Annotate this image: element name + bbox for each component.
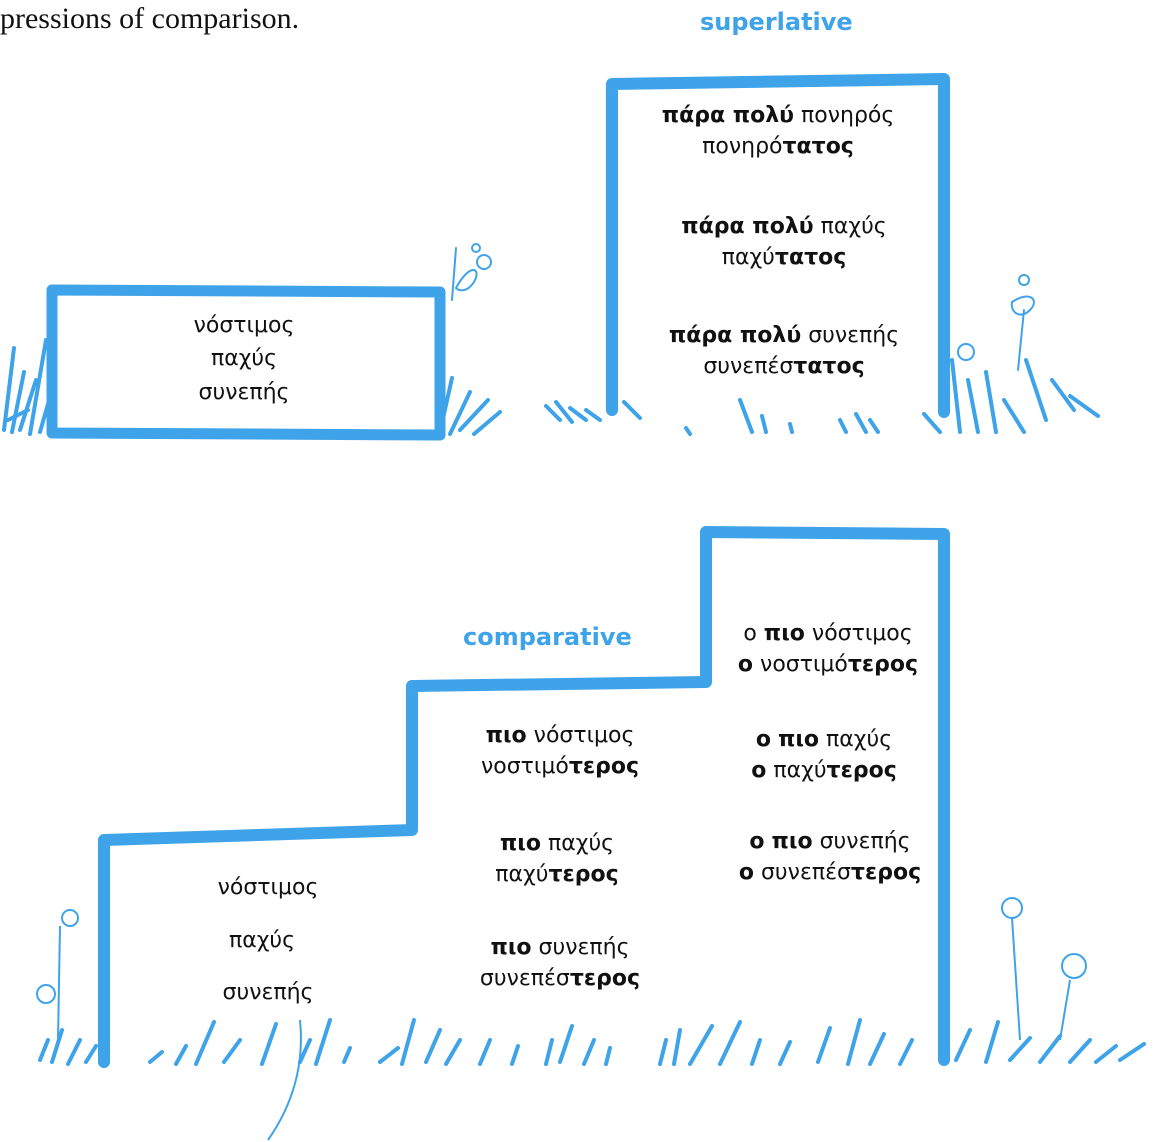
relative-ending: τερος bbox=[826, 758, 897, 783]
superlative-ending: τατος bbox=[793, 354, 865, 379]
comparative-adjective: νόστιμος bbox=[533, 723, 635, 748]
article: ο bbox=[743, 621, 757, 646]
superlative-adjective: συνεπής bbox=[808, 323, 900, 348]
article: ο bbox=[738, 860, 754, 885]
comparative-adjective: παχύς bbox=[547, 831, 615, 856]
superlative-modifier: πάρα πολύ bbox=[668, 323, 802, 348]
article: ο bbox=[751, 758, 767, 783]
comparative-modifier: πιο bbox=[485, 723, 527, 748]
relative-modifier: πιο bbox=[763, 621, 805, 646]
grass-decoration-superlative bbox=[544, 274, 1100, 436]
relative-adjective: νόστιμος bbox=[811, 621, 913, 646]
comparative-stem: συνεπέσ bbox=[479, 966, 570, 991]
comparative-entry: πιο συνεπής συνεπέστερος bbox=[480, 932, 640, 994]
relative-modifier: πιο bbox=[777, 727, 820, 752]
relative-stem: παχύ bbox=[773, 758, 827, 783]
comparative-ending: τερος bbox=[548, 862, 619, 887]
superlative-stem: συνεπέσ bbox=[703, 354, 794, 379]
comparative-entry: πιο παχύς παχύτερος bbox=[495, 828, 618, 890]
relative-superlative-entry: ο πιο παχύς ο παχύτερος bbox=[751, 724, 897, 786]
base-word: παχύς bbox=[228, 928, 296, 953]
comparative-entry: πιο νόστιμος νοστιμότερος bbox=[481, 720, 639, 782]
base-word: νόστιμος bbox=[217, 875, 319, 900]
comparative-stem: παχύ bbox=[495, 862, 549, 887]
comparative-adjective: συνεπής bbox=[538, 935, 630, 960]
superlative-box-outline bbox=[606, 73, 950, 418]
superlative-ending: τατος bbox=[774, 245, 847, 270]
relative-ending: τερος bbox=[847, 652, 919, 677]
staircase-outline bbox=[98, 526, 950, 1068]
relative-ending: τερος bbox=[850, 860, 922, 885]
relative-modifier: πιο bbox=[771, 829, 813, 854]
superlative-adjective: πονηρός bbox=[801, 103, 895, 128]
positive-word: παχύς bbox=[210, 346, 278, 371]
superlative-adjective: παχύς bbox=[820, 214, 887, 239]
positive-word: νόστιμος bbox=[193, 313, 295, 338]
relative-adjective: παχύς bbox=[826, 727, 893, 752]
positive-box-outline bbox=[46, 284, 446, 441]
relative-superlative-entry: ο πιο νόστιμος ο νοστιμότερος bbox=[738, 618, 918, 680]
comparative-modifier: πιο bbox=[499, 831, 541, 856]
superlative-entry: πάρα πολύ συνεπής συνεπέστατος bbox=[669, 320, 899, 382]
grass-decoration-left bbox=[2, 243, 502, 436]
superlative-entry: πάρα πολύ παχύς παχύτατος bbox=[681, 211, 886, 273]
comparative-modifier: πιο bbox=[490, 935, 532, 960]
article: ο bbox=[749, 829, 765, 854]
superlative-entry: πάρα πολύ πονηρός πονηρότατος bbox=[662, 100, 895, 162]
flower-decoration-bottom bbox=[36, 897, 1087, 1141]
superlative-modifier: πάρα πολύ bbox=[661, 103, 795, 128]
base-word: συνεπής bbox=[222, 980, 314, 1005]
comparative-stem: νοστιμό bbox=[480, 754, 569, 779]
comparative-ending: τερος bbox=[568, 754, 640, 779]
positive-word: συνεπής bbox=[198, 380, 290, 405]
superlative-stem: πονηρό bbox=[702, 134, 783, 159]
article: ο bbox=[737, 652, 754, 677]
grass-decoration-bottom bbox=[38, 1018, 1146, 1066]
relative-superlative-entry: ο πιο συνεπής ο συνεπέστερος bbox=[739, 826, 921, 888]
superlative-heading: superlative bbox=[700, 8, 853, 36]
caption-text: pressions of comparison. bbox=[0, 2, 300, 35]
superlative-modifier: πάρα πολύ bbox=[681, 214, 814, 239]
superlative-ending: τατος bbox=[782, 134, 854, 159]
article: ο bbox=[755, 727, 771, 752]
comparative-ending: τερος bbox=[569, 966, 641, 991]
relative-stem: νοστιμό bbox=[760, 652, 848, 677]
relative-adjective: συνεπής bbox=[819, 829, 911, 854]
superlative-stem: παχύ bbox=[721, 245, 775, 270]
relative-stem: συνεπέσ bbox=[760, 860, 851, 885]
comparative-heading: comparative bbox=[463, 623, 632, 651]
